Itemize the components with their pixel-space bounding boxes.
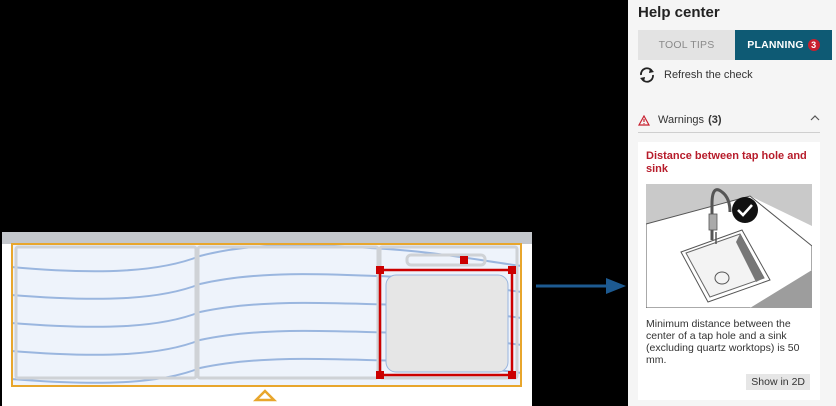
connector-arrow-icon	[536, 278, 626, 294]
tab-label: PLANNING	[747, 39, 804, 51]
panel-title: Help center	[638, 4, 720, 21]
resize-handle-nw	[376, 266, 384, 274]
resize-handle-sw	[376, 371, 384, 379]
resize-handle-se	[508, 371, 516, 379]
tap-hole-handle[interactable]	[460, 256, 468, 264]
tab-label: TOOL TIPS	[658, 39, 715, 51]
worktop-outline	[11, 243, 522, 387]
planning-count-badge: 3	[807, 39, 820, 51]
warning-icon	[638, 114, 650, 126]
sink-selection-box	[378, 268, 514, 377]
show-in-2d-button[interactable]: Show in 2D	[746, 374, 810, 390]
resize-handle-ne	[508, 266, 516, 274]
tab-planning[interactable]: PLANNING 3	[735, 30, 832, 60]
canvas-wall-strip	[2, 232, 532, 244]
warning-illustration	[646, 184, 812, 308]
warning-description: Minimum distance between the center of a…	[646, 318, 800, 366]
tap-hole-track	[405, 253, 487, 267]
refresh-icon	[640, 67, 654, 83]
refresh-check-button[interactable]: Refresh the check	[638, 66, 753, 84]
warnings-label: Warnings	[658, 114, 705, 126]
sink-illustration-image	[646, 184, 812, 308]
selection-handles[interactable]	[376, 266, 516, 379]
tab-tool-tips[interactable]: TOOL TIPS	[638, 30, 735, 60]
front-marker-icon[interactable]	[252, 389, 278, 402]
warnings-accordion-header[interactable]: Warnings (3)	[638, 108, 820, 133]
help-tabs: TOOL TIPS PLANNING 3	[638, 30, 832, 60]
sink[interactable]	[385, 274, 509, 373]
worktop-drawing[interactable]	[0, 0, 534, 406]
check-circle-icon	[732, 197, 758, 223]
warning-card: Distance between tap hole and sink	[638, 142, 820, 400]
warnings-count: (3)	[708, 114, 722, 126]
warning-title: Distance between tap hole and sink	[646, 150, 807, 175]
refresh-label: Refresh the check	[664, 69, 753, 81]
chevron-up-icon[interactable]	[810, 114, 820, 121]
help-center-panel: Help center TOOL TIPS PLANNING 3 Refresh…	[628, 0, 836, 406]
